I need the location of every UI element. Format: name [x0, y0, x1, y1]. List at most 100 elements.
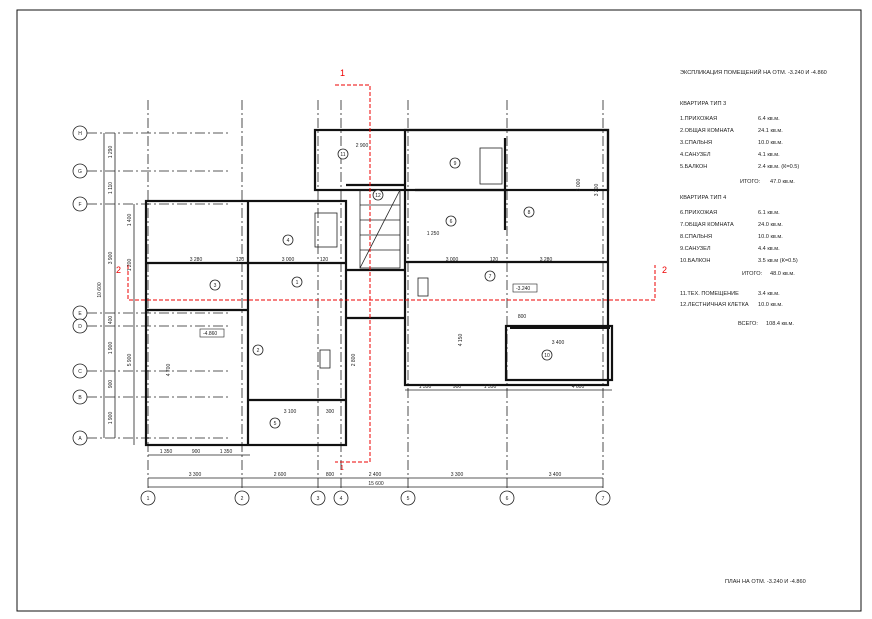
axis-label: C	[78, 369, 82, 375]
axis-marker	[333, 490, 349, 506]
axis-marker	[234, 490, 250, 506]
dimension-text: 3 400	[552, 340, 565, 346]
axis-label: 1	[147, 496, 150, 502]
axis-label: 5	[407, 496, 410, 502]
room-number-marker	[252, 344, 264, 356]
dimension-text: 3 280	[190, 257, 203, 263]
dimension-text: 2 900	[356, 143, 369, 149]
room-number-marker	[209, 279, 221, 291]
room-number-marker	[449, 157, 461, 169]
axis-marker	[72, 125, 88, 141]
legend-room-name: 5.БАЛКОН	[680, 164, 707, 170]
dimension-text: 900	[192, 449, 201, 455]
legend-room-area: 2.4 кв.м. (К=0.5)	[758, 164, 799, 170]
dimension-text: 4 150	[458, 334, 464, 347]
grand-total-label: ВСЕГО:	[738, 321, 758, 327]
legend-room-area: 24.0 кв.м.	[758, 222, 783, 228]
legend-room-area: 10.0 кв.м.	[758, 302, 783, 308]
legend-room-name: 3.СПАЛЬНЯ	[680, 140, 712, 146]
room-number-marker	[282, 234, 294, 246]
explication-title: ЭКСПЛИКАЦИЯ ПОМЕЩЕНИЙ НА ОТМ. -3.240 И -…	[680, 68, 827, 76]
legend-room-area: 4.1 кв.м.	[758, 152, 780, 158]
axis-label: 2	[241, 496, 244, 502]
apt3-title: КВАРТИРА ТИП 3	[680, 101, 726, 107]
room-number-marker	[484, 270, 496, 282]
legend-room-name: 9.САНУЗЕЛ	[680, 246, 711, 252]
apt4-total-label: ИТОГО:	[742, 271, 763, 277]
dimension-text: 3 300	[451, 472, 464, 478]
dimension-text: 1 200	[127, 259, 133, 272]
room-explication: ЭКСПЛИКАЦИЯ ПОМЕЩЕНИЙ НА ОТМ. -3.240 И -…	[680, 68, 827, 327]
axis-marker	[72, 363, 88, 379]
legend-room-name: 1.ПРИХОЖАЯ	[680, 116, 717, 122]
walls	[144, 128, 614, 447]
legend-room-area: 10.0 кв.м.	[758, 140, 783, 146]
axis-label: 3	[317, 496, 320, 502]
section-1-label: 1	[340, 68, 345, 78]
axis-label: 6	[506, 496, 509, 502]
legend-room-area: 4.4 кв.м.	[758, 246, 780, 252]
dimension-text: 900	[453, 384, 462, 390]
axis-label: 4	[340, 496, 343, 502]
section-2-label-right: 2	[662, 265, 667, 275]
room-number: 5	[274, 421, 277, 427]
legend-room-name: 11.ТЕХ. ПОМЕЩЕНИЕ	[680, 291, 739, 297]
dimension-text: 2 800	[351, 354, 357, 367]
plan-caption: ПЛАН НА ОТМ. -3.240 И -4.860	[725, 579, 806, 585]
dimension-text: 1 350	[220, 449, 233, 455]
legend-room-name: 7.ОБЩАЯ КОМНАТА	[680, 222, 734, 228]
dimension-text: 3 000	[282, 257, 295, 263]
axis-label: E	[78, 311, 82, 317]
axis-label: A	[78, 436, 82, 442]
room-number: 8	[528, 210, 531, 216]
dimension-text: 3 300	[189, 472, 202, 478]
room-number: 3	[214, 283, 217, 289]
dimension-text: 1 900	[108, 412, 114, 425]
legend-room-name: 2.ОБЩАЯ КОМНАТА	[680, 128, 734, 134]
dimension-text: 3 000	[446, 257, 459, 263]
legend-room-area: 6.1 кв.м.	[758, 210, 780, 216]
room-number: 1	[296, 280, 299, 286]
dimension-text: 120	[320, 257, 329, 263]
dimension-text: 800	[518, 314, 527, 320]
section-2-label-left: 2	[116, 265, 121, 275]
dimension-text: 2 400	[369, 472, 382, 478]
room-number-marker	[337, 148, 349, 160]
axis-label: B	[78, 395, 82, 401]
section-1-label-bottom: 1	[340, 465, 344, 472]
axis-marker	[140, 490, 156, 506]
legend-room-name: 4.САНУЗЕЛ	[680, 152, 711, 158]
room-number-marker	[523, 206, 535, 218]
room-number: 4	[287, 238, 290, 244]
dimension-text: 120	[490, 257, 499, 263]
axis-label: 7	[602, 496, 605, 502]
axis-marker	[72, 430, 88, 446]
dimension-text: 2 600	[274, 472, 287, 478]
dimension-text: 1 290	[108, 146, 114, 159]
legend-room-area: 3.4 кв.м.	[758, 291, 780, 297]
dimension-text: 3 100	[284, 409, 297, 415]
dimension-text: 3 400	[549, 472, 562, 478]
dimension-total: 10 600	[97, 282, 103, 298]
dimension-text: 1 350	[484, 384, 497, 390]
room-number: 7	[489, 274, 492, 280]
room-number-marker	[269, 417, 281, 429]
room-number: 12	[375, 193, 381, 199]
axis-marker	[72, 318, 88, 334]
sheet-frame	[16, 9, 862, 612]
room-number: 9	[454, 161, 457, 167]
dimension-total: 15 600	[368, 481, 384, 487]
dimension-text: 1 400	[127, 214, 133, 227]
apt4-title: КВАРТИРА ТИП 4	[680, 195, 726, 201]
dimension-text: 1 350	[160, 449, 173, 455]
dimension-text: 1 250	[427, 231, 440, 237]
legend-room-area: 10.0 кв.м.	[758, 234, 783, 240]
legend-room-name: 6.ПРИХОЖАЯ	[680, 210, 717, 216]
axis-marker	[72, 163, 88, 179]
dimension-text: 4 600	[572, 384, 585, 390]
apt4-total: 48.0 кв.м.	[770, 271, 795, 277]
room-number-marker	[445, 215, 457, 227]
section-lines: 1 1 2 2	[116, 68, 667, 472]
dimension-lines	[103, 133, 612, 488]
